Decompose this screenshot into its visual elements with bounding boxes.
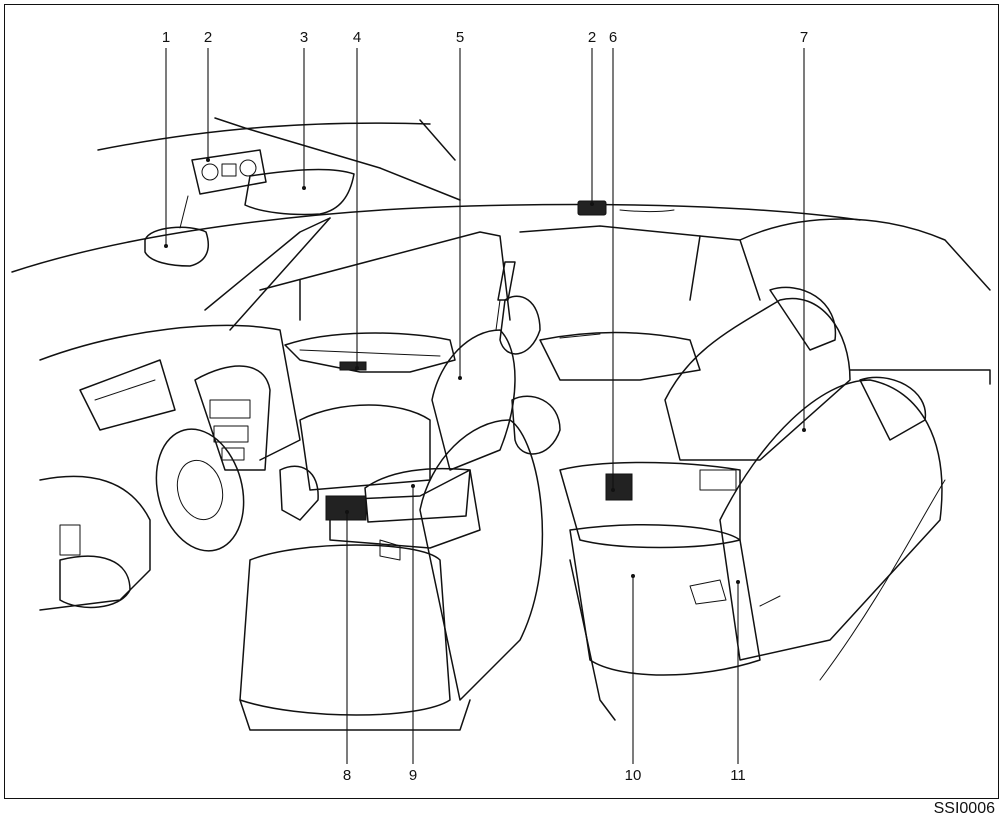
callout-dot-1 bbox=[164, 244, 168, 248]
callout-label-9: 8 bbox=[343, 767, 351, 784]
callout-label-12: 11 bbox=[730, 767, 746, 784]
callout-label-6: 2 bbox=[588, 29, 596, 46]
center-console bbox=[329, 469, 481, 549]
figure-code: SSI0006 bbox=[933, 800, 995, 817]
callout-dot-3 bbox=[302, 186, 306, 190]
callout-label-5: 5 bbox=[456, 29, 464, 46]
callout-dot-12 bbox=[736, 580, 740, 584]
callout-dot-4 bbox=[355, 366, 359, 370]
callout-dot-11 bbox=[631, 574, 635, 578]
callout-label-4: 4 bbox=[353, 29, 361, 46]
callout-dot-2 bbox=[206, 158, 210, 162]
callout-dot-6 bbox=[590, 202, 594, 206]
front-seat-cushion bbox=[239, 544, 451, 716]
rear-view-mirror bbox=[144, 226, 210, 267]
callout-label-8: 7 bbox=[800, 29, 808, 46]
rear-seat-cushion bbox=[569, 524, 761, 676]
figure-frame bbox=[4, 4, 999, 799]
callout-dot-10 bbox=[411, 484, 415, 488]
steering-wheel bbox=[155, 428, 245, 552]
rear-armrest bbox=[559, 461, 741, 549]
sun-visor bbox=[244, 168, 355, 216]
callout-dot-5 bbox=[458, 376, 462, 380]
callout-label-7: 6 bbox=[609, 29, 617, 46]
callout-label-1: 1 bbox=[162, 29, 170, 46]
front-armrest bbox=[364, 467, 471, 523]
callout-label-11: 10 bbox=[625, 767, 642, 784]
rear-armrest-lid bbox=[605, 473, 633, 501]
map-light-console bbox=[191, 149, 267, 195]
front-headrest bbox=[511, 395, 561, 455]
front-seat-back bbox=[419, 419, 544, 701]
power-window-switch bbox=[339, 361, 367, 371]
rear-seat-back bbox=[719, 379, 943, 661]
gear-shift bbox=[279, 465, 319, 521]
callout-label-3: 3 bbox=[300, 29, 308, 46]
console-tray bbox=[325, 495, 367, 521]
callout-dot-8 bbox=[802, 428, 806, 432]
callout-dot-7 bbox=[611, 488, 615, 492]
callout-label-2: 2 bbox=[204, 29, 212, 46]
callout-label-10: 9 bbox=[409, 767, 417, 784]
callout-dot-9 bbox=[345, 510, 349, 514]
